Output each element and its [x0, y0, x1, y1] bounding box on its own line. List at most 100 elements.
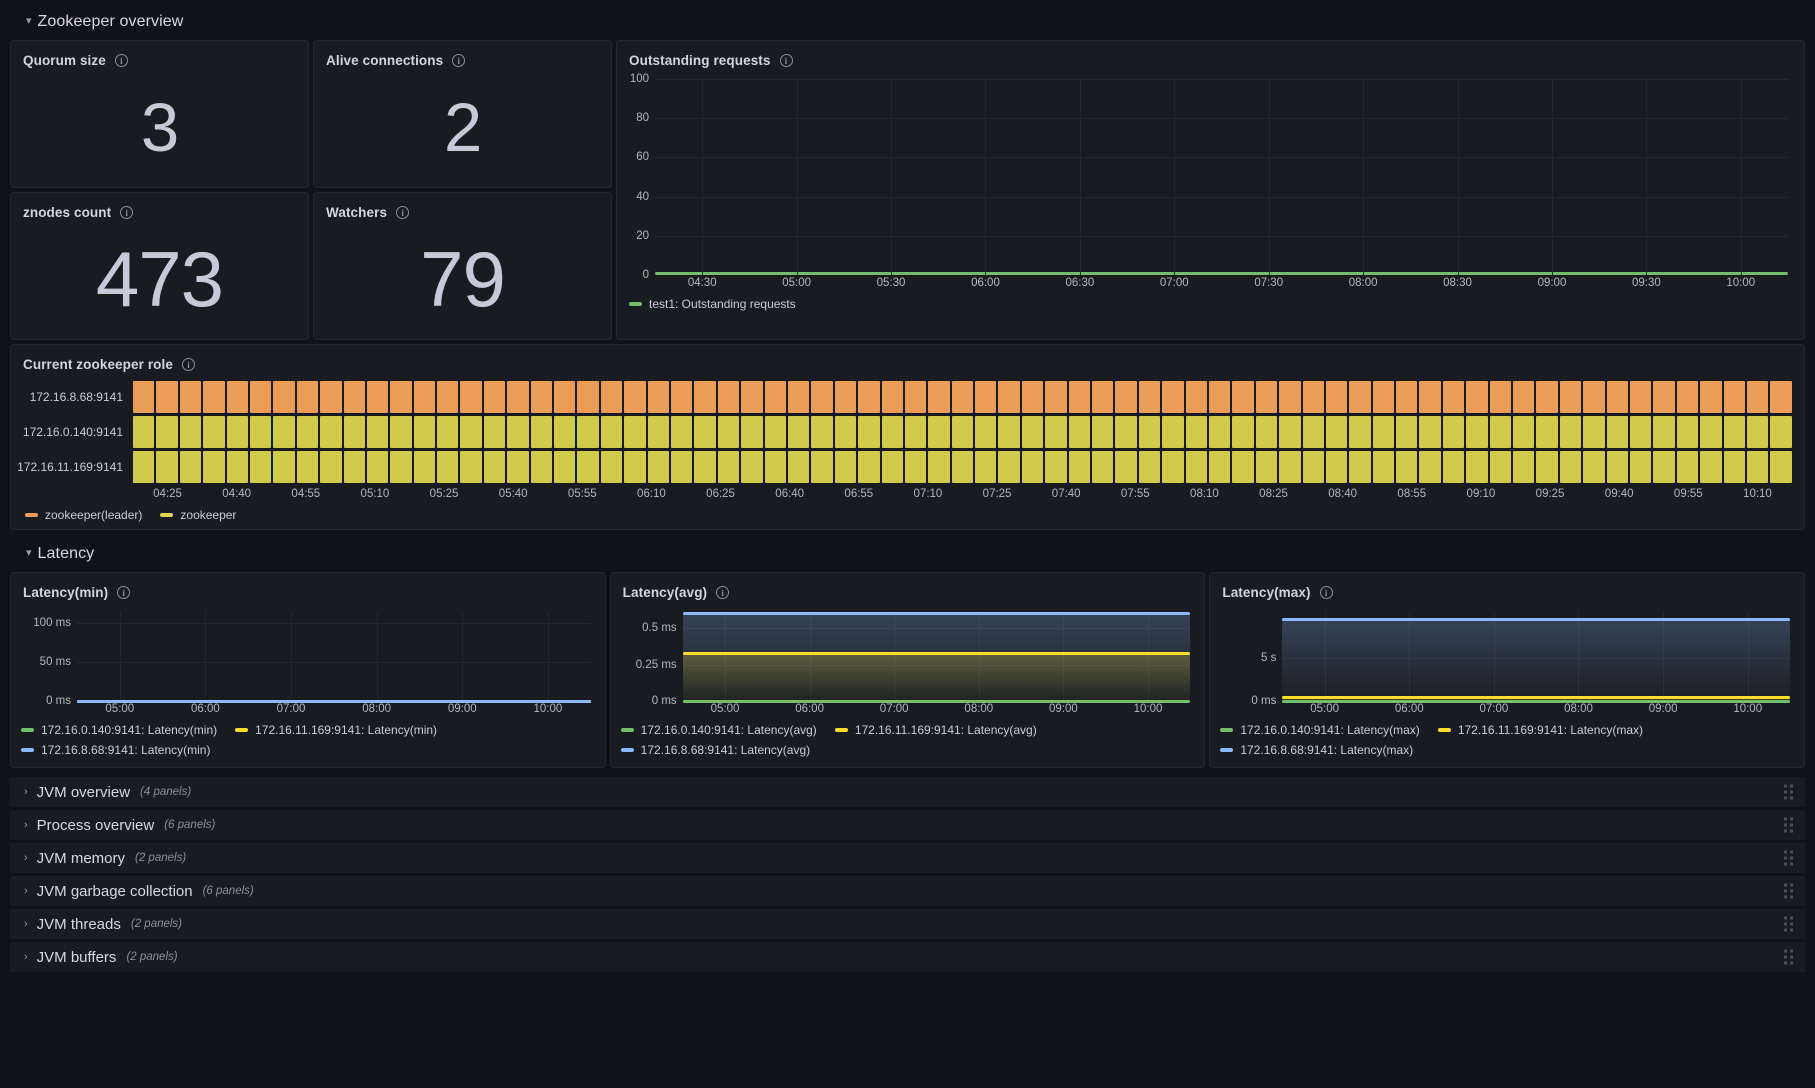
timeline-cell[interactable] [951, 381, 974, 413]
timeline-cell[interactable] [1302, 451, 1324, 483]
drag-handle-icon[interactable] [1784, 916, 1793, 932]
timeline-cell[interactable] [1419, 451, 1441, 483]
timeline-cell[interactable] [1092, 416, 1114, 448]
timeline-cell[interactable] [1349, 451, 1371, 483]
timeline-cell[interactable] [156, 381, 178, 413]
row-header-collapsed[interactable]: ›Process overview(6 panels) [10, 810, 1805, 840]
timeline-cell[interactable] [1630, 451, 1652, 483]
timeline-cell[interactable] [460, 416, 482, 448]
timeline-cell[interactable] [1466, 381, 1488, 413]
timeline-cell[interactable] [1653, 451, 1675, 483]
timeline-cell[interactable] [647, 381, 669, 413]
timeline-cell[interactable] [1653, 381, 1675, 413]
row-header-collapsed[interactable]: ›JVM buffers(2 panels) [10, 942, 1805, 972]
timeline-cell[interactable] [554, 451, 576, 483]
timeline-cell[interactable] [998, 451, 1020, 483]
timeline-cell[interactable] [764, 381, 786, 413]
timeline-cell[interactable] [1279, 451, 1301, 483]
timeline-cell[interactable] [1746, 416, 1769, 448]
timeline-cell[interactable] [413, 451, 436, 483]
timeline-cell[interactable] [179, 381, 202, 413]
timeline-cell[interactable] [1583, 381, 1605, 413]
timeline-cell[interactable] [1513, 451, 1535, 483]
timeline-cell[interactable] [670, 381, 693, 413]
timeline-cell[interactable] [881, 381, 903, 413]
timeline-cell[interactable] [366, 381, 389, 413]
timeline-cell[interactable] [1279, 416, 1301, 448]
timeline-cell[interactable] [1676, 416, 1699, 448]
info-icon[interactable]: i [396, 206, 410, 219]
timeline-row[interactable]: 172.16.0.140:9141 [23, 416, 1792, 448]
timeline-cell[interactable] [1045, 451, 1067, 483]
stat-panel-quorum-size[interactable]: Quorum size i 3 [10, 40, 309, 188]
timeline-cell[interactable] [1746, 451, 1769, 483]
timeline-cell[interactable] [1442, 451, 1465, 483]
timeline-cell[interactable] [1489, 451, 1512, 483]
timeline-cell[interactable] [1021, 381, 1044, 413]
timeline-cell[interactable] [624, 416, 646, 448]
info-icon[interactable]: i [1319, 586, 1333, 599]
info-icon[interactable]: i [114, 54, 128, 67]
timeline-cell[interactable] [179, 416, 202, 448]
timeline-cell[interactable] [1489, 416, 1512, 448]
timeline-cell[interactable] [1770, 381, 1792, 413]
timeline-cell[interactable] [717, 416, 740, 448]
row-header-collapsed[interactable]: ›JVM overview(4 panels) [10, 777, 1805, 807]
timeline-cell[interactable] [764, 451, 786, 483]
timeline-cell[interactable] [1185, 451, 1207, 483]
timeline-cell[interactable] [249, 381, 272, 413]
timeline-cell[interactable] [764, 416, 786, 448]
timeline-cell[interactable] [1021, 416, 1044, 448]
timeline-cell[interactable] [951, 451, 974, 483]
timeline-cell[interactable] [273, 416, 295, 448]
timeline-cell[interactable] [600, 381, 623, 413]
info-icon[interactable]: i [182, 358, 195, 371]
timeline-cell[interactable] [1255, 381, 1278, 413]
timeline-cell[interactable] [741, 381, 763, 413]
legend-item[interactable]: test1: Outstanding requests [629, 297, 796, 311]
legend-item[interactable]: 172.16.8.68:9141: Latency(avg) [620, 743, 810, 757]
timeline-cell[interactable] [530, 416, 553, 448]
legend-item[interactable]: 172.16.8.68:9141: Latency(max) [1220, 743, 1413, 757]
info-icon[interactable]: i [120, 206, 134, 219]
row-header-collapsed[interactable]: ›JVM garbage collection(6 panels) [10, 876, 1805, 906]
timeline-cell[interactable] [507, 451, 529, 483]
legend-item[interactable]: 172.16.11.169:9141: Latency(avg) [834, 723, 1037, 737]
timeline-cell[interactable] [1746, 381, 1769, 413]
timeline-cell[interactable] [1513, 381, 1535, 413]
legend-item[interactable]: 172.16.0.140:9141: Latency(min) [21, 723, 217, 737]
timeline-cell[interactable] [600, 451, 623, 483]
timeline-cell[interactable] [717, 451, 740, 483]
timeline-cell[interactable] [1349, 381, 1371, 413]
timeline-cell[interactable] [647, 416, 669, 448]
timeline-cell[interactable] [296, 451, 319, 483]
timeline-cell[interactable] [203, 416, 225, 448]
timeline-cell[interactable] [881, 451, 903, 483]
timeline-cell[interactable] [1396, 381, 1418, 413]
timeline-cell[interactable] [366, 416, 389, 448]
timeline-cell[interactable] [1255, 451, 1278, 483]
timeline-cell[interactable] [226, 416, 248, 448]
timeline-cell[interactable] [320, 381, 342, 413]
timeline-cell[interactable] [226, 381, 248, 413]
timeline-cell[interactable] [787, 451, 810, 483]
timeline-cell[interactable] [1092, 451, 1114, 483]
timeline-cell[interactable] [507, 416, 529, 448]
timeline-cell[interactable] [928, 381, 950, 413]
timeline-cell[interactable] [1208, 416, 1231, 448]
panel-current-zookeeper-role[interactable]: Current zookeeper role i 172.16.8.68:914… [10, 344, 1805, 530]
timeline-cell[interactable] [1396, 416, 1418, 448]
info-icon[interactable]: i [716, 586, 730, 599]
timeline-cell[interactable] [1700, 381, 1722, 413]
timeline-cell[interactable] [437, 416, 459, 448]
timeline-cell[interactable] [1723, 416, 1745, 448]
row-header-latency[interactable]: ▾ Latency [10, 540, 1805, 568]
timeline-cell[interactable] [577, 451, 599, 483]
timeline-cell[interactable] [1255, 416, 1278, 448]
timeline-cell[interactable] [273, 381, 295, 413]
timeline-cell[interactable] [1630, 416, 1652, 448]
timeline-cell[interactable] [787, 381, 810, 413]
timeline-cell[interactable] [1092, 381, 1114, 413]
